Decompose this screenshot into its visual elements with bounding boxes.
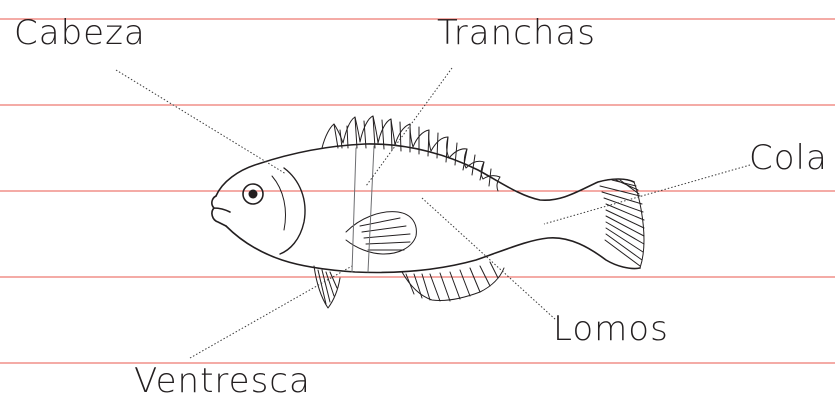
tranchas-cut-lines [352,146,374,272]
label-ventresca: Ventresca [134,364,311,398]
anal-fin [402,262,504,301]
label-tranchas: Tranchas [437,16,596,50]
fish-body-outline [216,144,634,200]
dorsal-fin [322,116,500,191]
leader-cola [544,165,750,224]
label-cola: Cola [749,141,828,175]
pelvic-fin [314,266,340,308]
leader-tranchas [366,68,452,186]
label-lomos: Lomos [553,312,669,346]
ruled-lines [0,19,835,363]
gill-cover-inner [272,176,286,230]
label-cabeza: Cabeza [14,16,146,50]
fish-eye-pupil [249,190,258,199]
fish-mouth [212,196,230,226]
gill-cover [280,168,305,254]
fish-illustration [212,116,644,308]
pectoral-fin [346,212,416,254]
tail-fin [598,179,644,268]
leader-ventresca [190,266,352,358]
leader-cabeza [116,70,286,174]
leader-lomos [422,198,556,320]
